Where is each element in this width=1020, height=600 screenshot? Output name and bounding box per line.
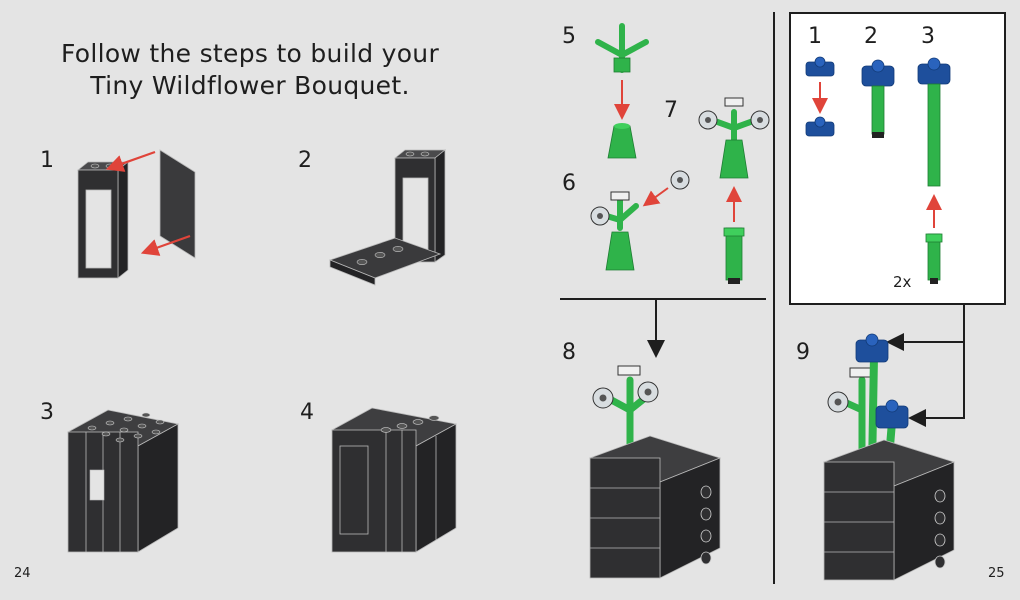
- step-9-illustration: [822, 333, 956, 581]
- step-8-illustration: [588, 365, 722, 579]
- step-number-1: 1: [40, 148, 54, 173]
- step-2-illustration: [328, 149, 447, 286]
- sub-step-number-3: 3: [921, 24, 935, 49]
- page-divider: [773, 12, 775, 584]
- step-number-2: 2: [298, 148, 312, 173]
- page-number-left: 24: [14, 566, 31, 581]
- step-number-4: 4: [300, 400, 314, 425]
- step-4-illustration: [330, 407, 458, 553]
- step-5-illustration: [595, 23, 649, 159]
- step-6-illustration: [590, 170, 690, 271]
- step-3-illustration: [66, 409, 180, 553]
- sub-step-1-illustration: [805, 56, 835, 137]
- page-number-right: 25: [988, 566, 1005, 581]
- step-number-7: 7: [664, 98, 678, 123]
- step-number-6: 6: [562, 171, 576, 196]
- step-divider: [560, 298, 766, 300]
- step-7-illustration: [698, 97, 770, 284]
- title-line-2: Tiny Wildflower Bouquet.: [90, 71, 410, 100]
- sub-step-3-illustration: [917, 57, 951, 284]
- sub-step-2-illustration: [861, 59, 895, 138]
- arrow-to-step-9-lower: [908, 305, 965, 427]
- step-1-illustration: [76, 149, 196, 279]
- quantity-label: 2x: [893, 273, 912, 291]
- step-number-9: 9: [796, 340, 810, 365]
- sub-assembly-illustration: [805, 56, 951, 284]
- title-line-1: Follow the steps to build your: [60, 39, 440, 68]
- step-number-3: 3: [40, 400, 54, 425]
- step-number-8: 8: [562, 340, 576, 365]
- sub-step-number-2: 2: [864, 24, 878, 49]
- step-number-5: 5: [562, 24, 576, 49]
- sub-step-number-1: 1: [808, 24, 822, 49]
- page-title: Follow the steps to build your Tiny Wild…: [30, 38, 470, 102]
